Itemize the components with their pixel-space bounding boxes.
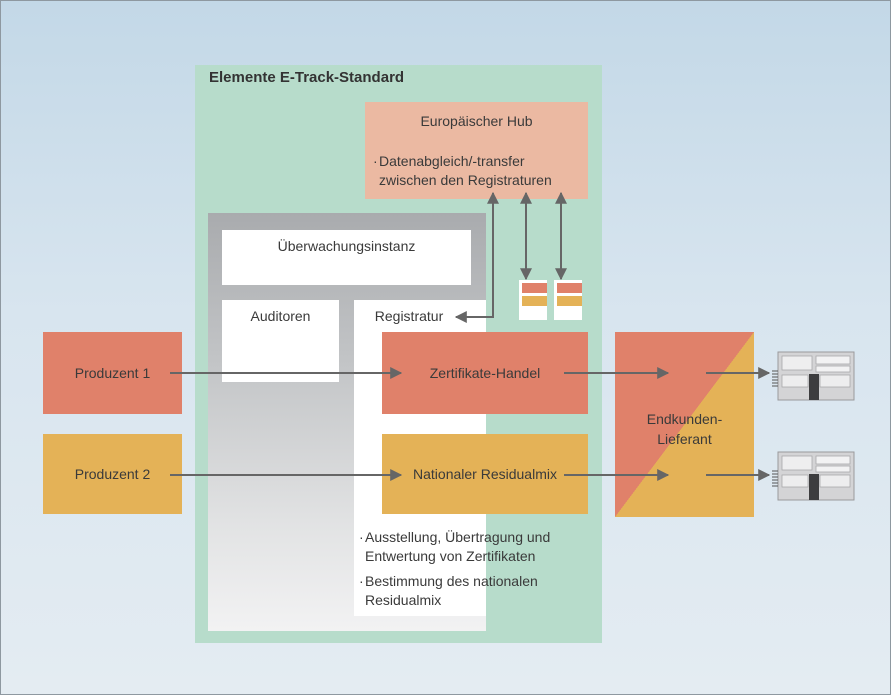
registry-note: · Bestimmung des nationalen Residualmix [359, 572, 599, 610]
registry-note: · Ausstellung, Übertragung und Entwertun… [359, 528, 599, 566]
european-hub-box: Europäischer Hub · Datenabgleich/-transf… [365, 102, 588, 199]
note-line: Entwertung von Zertifikaten [365, 548, 536, 564]
customer-building-icon [772, 451, 855, 501]
note-line: Bestimmung des nationalen [365, 573, 538, 589]
customer-building-icon [772, 351, 855, 401]
hub-description-line1: Datenabgleich/-transfer [379, 153, 525, 169]
note-bullet: · [359, 573, 364, 589]
supplier-label-line2: Lieferant [657, 431, 712, 447]
supplier-label: Endkunden- Lieferant [615, 409, 754, 449]
diagram-title: Elemente E-Track-Standard [209, 69, 405, 86]
auditors-label: Auditoren [250, 308, 311, 324]
certificate-document-icon [519, 280, 547, 320]
hub-bullet: · [373, 153, 378, 169]
producer-1-box: Produzent 1 [43, 332, 182, 414]
hub-description-line2: zwischen den Registraturen [379, 172, 552, 188]
certificate-document-icon [554, 280, 582, 320]
residual-mix-label: Nationaler Residualmix [413, 466, 557, 482]
hub-title: Europäischer Hub [420, 113, 533, 129]
supplier-label-line1: Endkunden- [646, 411, 723, 427]
producer-2-box: Produzent 2 [43, 434, 182, 514]
note-bullet: · [359, 529, 364, 545]
supervision-label: Überwachungsinstanz [277, 238, 416, 254]
registry-label: Registratur [374, 308, 444, 324]
note-line: Ausstellung, Übertragung und [365, 529, 551, 545]
supervision-box: Überwachungsinstanz [222, 230, 471, 285]
certificate-trade-label: Zertifikate-Handel [429, 365, 541, 381]
producer-2-label: Produzent 2 [74, 466, 151, 482]
end-customer-supplier-box: Endkunden- Lieferant [615, 332, 754, 517]
producer-1-label: Produzent 1 [74, 365, 151, 381]
certificate-trade-box: Zertifikate-Handel [382, 332, 588, 414]
residual-mix-box: Nationaler Residualmix [382, 434, 588, 514]
registry-notes: · Ausstellung, Übertragung und Entwertun… [359, 528, 599, 616]
note-line: Residualmix [365, 592, 442, 608]
hub-description: · Datenabgleich/-transfer zwischen den R… [373, 152, 585, 190]
auditors-box: Auditoren [222, 300, 339, 382]
